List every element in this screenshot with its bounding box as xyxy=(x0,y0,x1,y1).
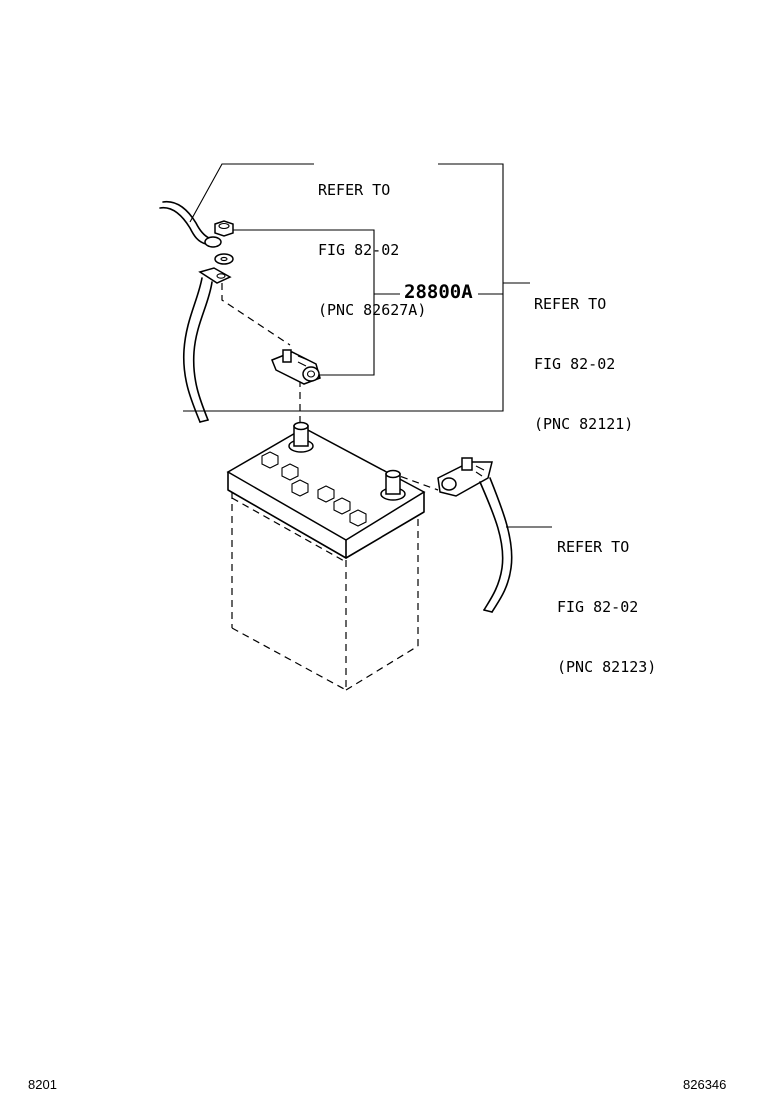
harness-cable-icon xyxy=(159,200,222,248)
part-number-label: 28800A xyxy=(404,281,473,303)
positive-cable-icon xyxy=(182,267,232,423)
harness-reference-line3: (PNC 82627A) xyxy=(318,301,427,319)
negative-reference-line1: REFER TO xyxy=(557,538,630,556)
positive-cable-reference-label: REFER TO FIG 82-02 (PNC 82121) xyxy=(534,254,633,474)
leader-lines xyxy=(183,163,552,528)
negative-reference-line2: FIG 82-02 xyxy=(557,598,639,616)
harness-reference-line2: FIG 82-02 xyxy=(318,241,400,259)
positive-reference-line1: REFER TO xyxy=(534,295,607,313)
negative-cable-icon xyxy=(479,477,513,613)
negative-reference-line3: (PNC 82123) xyxy=(557,658,657,676)
positive-terminal-clamp-icon xyxy=(271,349,321,385)
harness-reference-label: REFER TO FIG 82-02 (PNC 82627A) xyxy=(318,140,426,360)
battery-icon xyxy=(226,421,426,691)
nut-icon xyxy=(214,220,234,237)
harness-reference-line1: REFER TO xyxy=(318,181,391,199)
positive-reference-line3: (PNC 82121) xyxy=(534,415,634,433)
negative-terminal-clamp-icon xyxy=(437,457,493,497)
negative-cable-reference-label: REFER TO FIG 82-02 (PNC 82123) xyxy=(557,497,656,717)
washer-icon xyxy=(214,253,234,265)
illustration-number: 826346 xyxy=(683,1077,727,1092)
positive-reference-line2: FIG 82-02 xyxy=(534,355,616,373)
figure-number: 8201 xyxy=(28,1077,57,1092)
